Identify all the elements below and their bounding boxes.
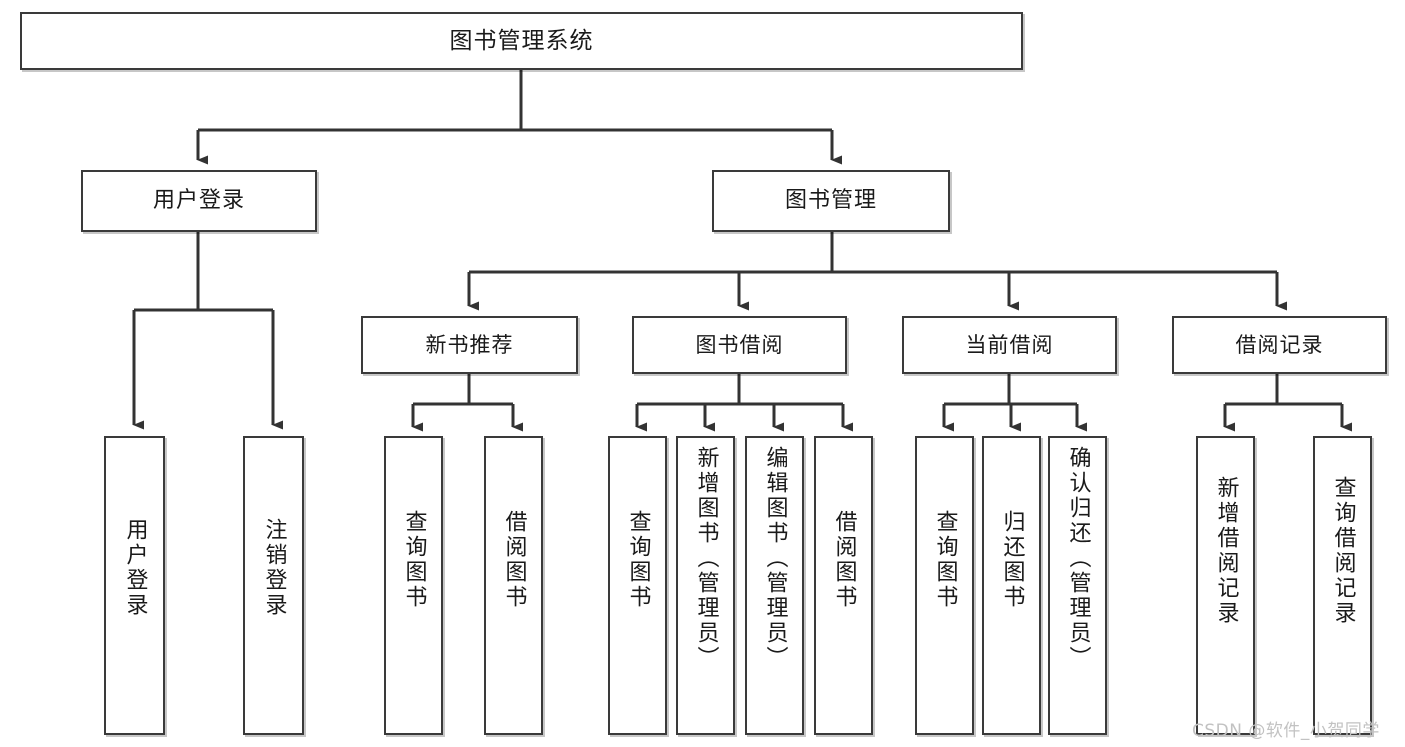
leaf-add-book[interactable]: 新增图书（管理员） (676, 436, 735, 735)
node-new-book-recommend-label: 新书推荐 (425, 332, 514, 357)
leaf-borrow-book-1[interactable]: 借阅图书 (484, 436, 543, 735)
node-book-manage-label: 图书管理 (784, 188, 877, 214)
leaf-query-book-1[interactable]: 查询图书 (384, 436, 443, 735)
leaf-return-book-label: 归还图书 (999, 510, 1025, 610)
leaf-return-book[interactable]: 归还图书 (982, 436, 1041, 735)
leaf-add-record[interactable]: 新增借阅记录 (1196, 436, 1255, 735)
node-book-borrow[interactable]: 图书借阅 (632, 316, 847, 374)
leaf-edit-book-label: 编辑图书（管理员） (762, 446, 788, 671)
node-root-label: 图书管理系统 (449, 27, 594, 54)
leaf-borrow-book-2-label: 借阅图书 (831, 510, 857, 610)
leaf-confirm-return-label: 确认归还（管理员） (1065, 446, 1091, 671)
leaf-query-book-3[interactable]: 查询图书 (915, 436, 974, 735)
watermark: CSDN @软件_小贺同学 (1192, 721, 1380, 741)
node-borrow-record[interactable]: 借阅记录 (1172, 316, 1387, 374)
node-book-manage[interactable]: 图书管理 (712, 170, 950, 232)
leaf-add-record-label: 新增借阅记录 (1213, 476, 1239, 626)
leaf-borrow-book-1-label: 借阅图书 (501, 510, 527, 610)
leaf-confirm-return[interactable]: 确认归还（管理员） (1048, 436, 1107, 735)
node-current-borrow-label: 当前借阅 (965, 332, 1054, 357)
leaf-user-login-label: 用户登录 (122, 518, 148, 618)
leaf-user-login[interactable]: 用户登录 (104, 436, 165, 735)
leaf-add-book-label: 新增图书（管理员） (693, 446, 719, 671)
node-new-book-recommend[interactable]: 新书推荐 (361, 316, 578, 374)
node-book-borrow-label: 图书借阅 (695, 332, 784, 357)
leaf-query-book-1-label: 查询图书 (401, 510, 427, 610)
leaf-edit-book[interactable]: 编辑图书（管理员） (745, 436, 804, 735)
leaf-query-record[interactable]: 查询借阅记录 (1313, 436, 1372, 735)
leaf-query-book-2[interactable]: 查询图书 (608, 436, 667, 735)
leaf-logout-label: 注销登录 (261, 518, 287, 618)
leaf-query-book-3-label: 查询图书 (932, 510, 958, 610)
node-current-borrow[interactable]: 当前借阅 (902, 316, 1117, 374)
leaf-borrow-book-2[interactable]: 借阅图书 (814, 436, 873, 735)
leaf-logout[interactable]: 注销登录 (243, 436, 304, 735)
node-user-login[interactable]: 用户登录 (81, 170, 317, 232)
leaf-query-record-label: 查询借阅记录 (1330, 476, 1356, 626)
leaf-query-book-2-label: 查询图书 (625, 510, 651, 610)
node-user-login-label: 用户登录 (152, 188, 245, 214)
node-borrow-record-label: 借阅记录 (1235, 332, 1324, 357)
node-root[interactable]: 图书管理系统 (20, 12, 1023, 70)
